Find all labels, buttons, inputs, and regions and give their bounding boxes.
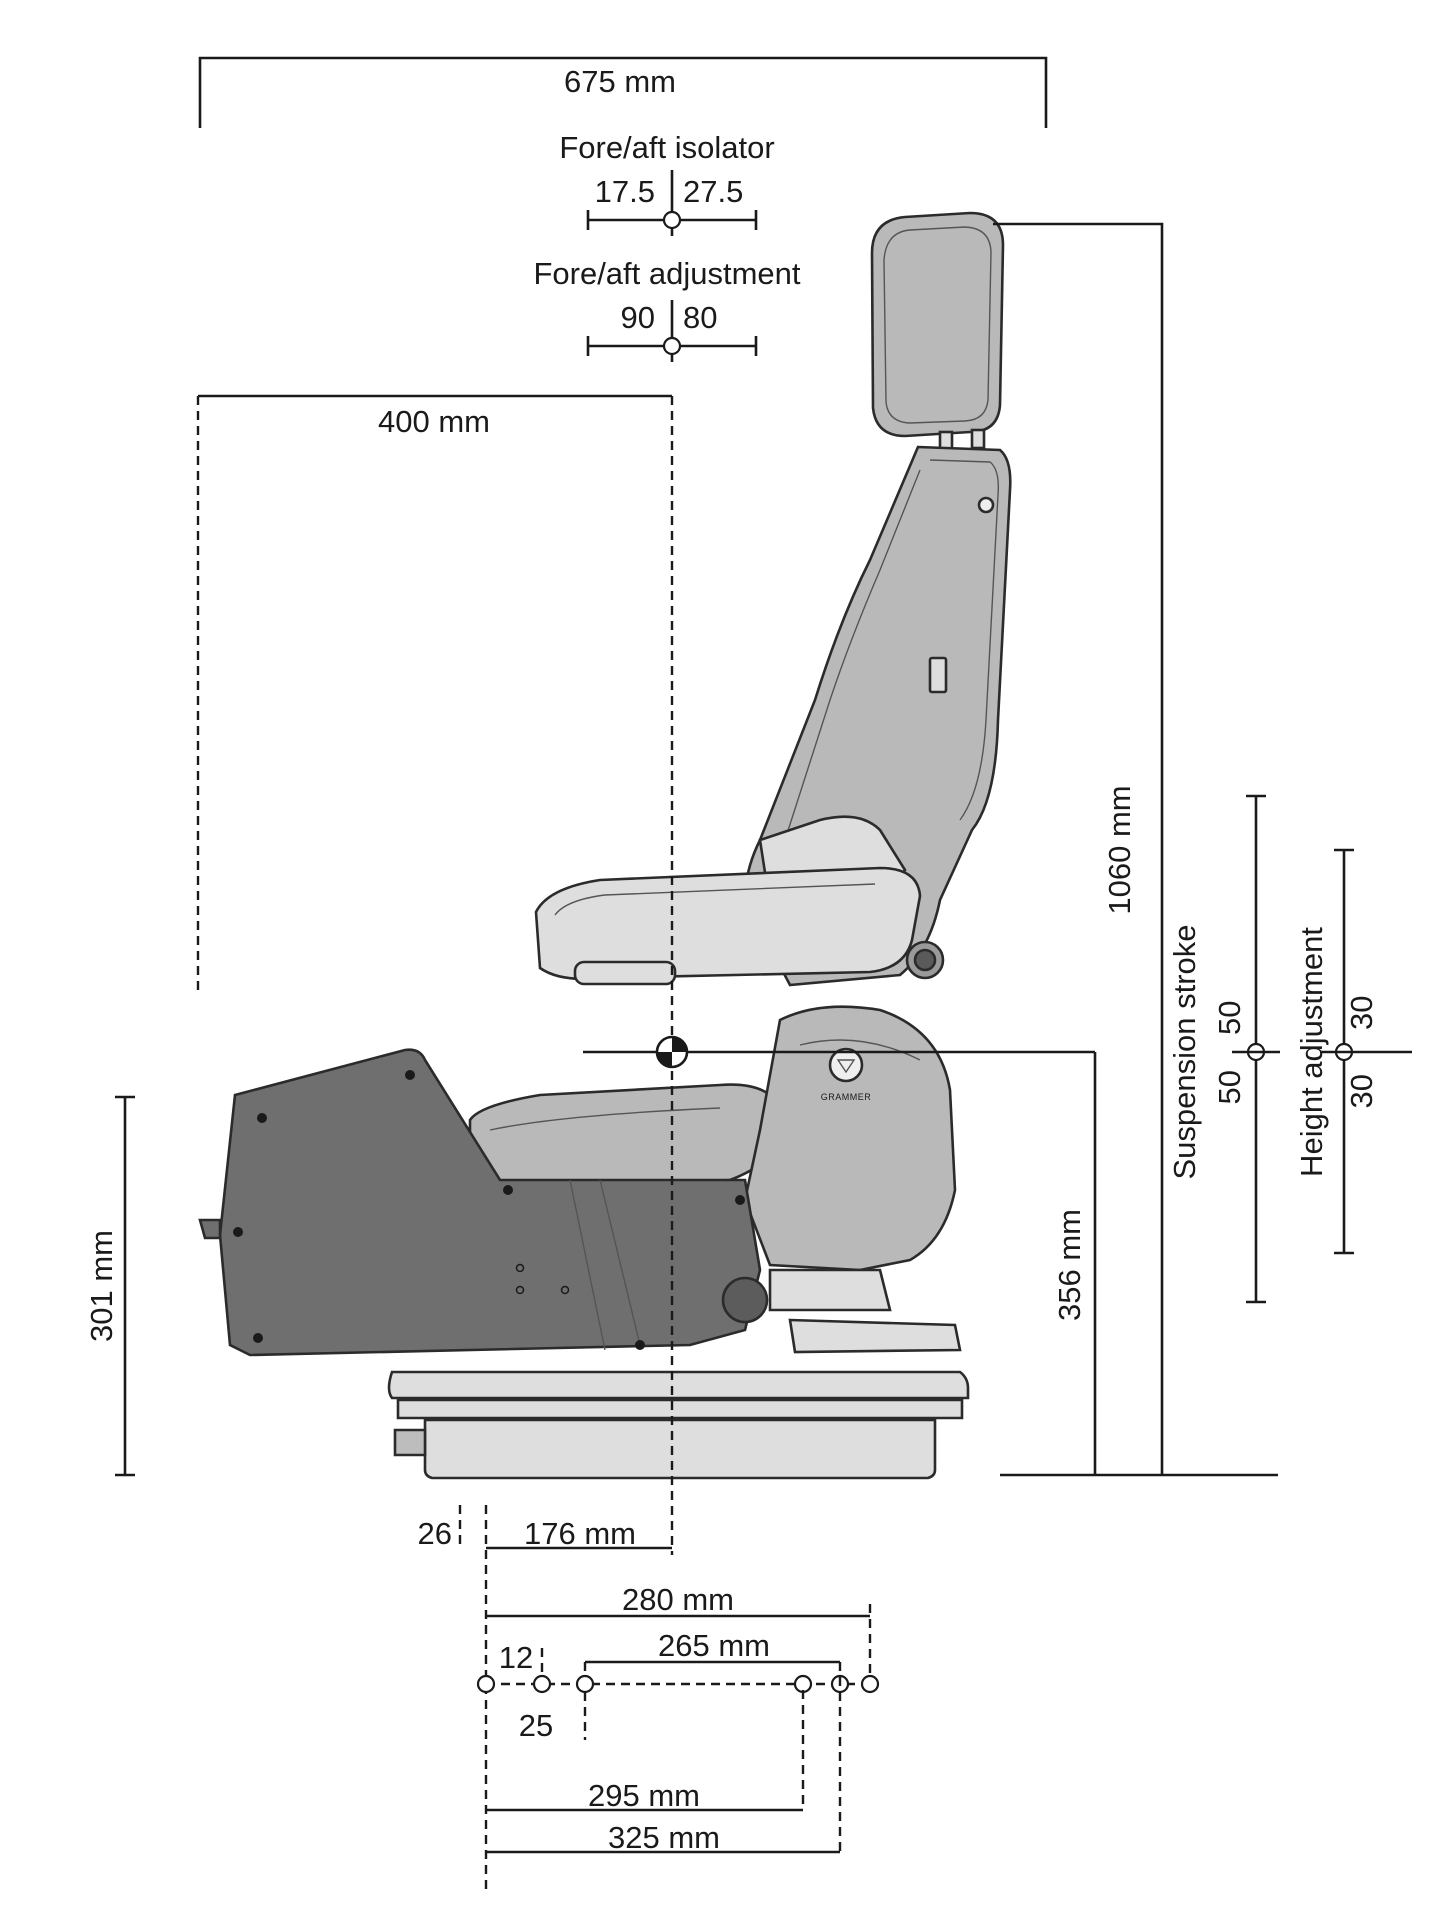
mount-hole-6	[860, 1674, 880, 1694]
seat-cushion	[468, 1083, 782, 1192]
label-offset-176: 176 mm	[524, 1516, 636, 1551]
headrest	[870, 211, 1005, 438]
label-hole-12: 12	[499, 1640, 533, 1675]
label-offset-26: 26	[418, 1516, 452, 1551]
seat-brand: GRAMMER	[821, 1092, 872, 1102]
label-adjustment-fwd: 80	[683, 300, 717, 335]
mount-hole-3	[575, 1674, 595, 1694]
suspension-housing	[743, 1005, 957, 1272]
seat-base	[423, 1418, 937, 1480]
label-fore-aft-isolator-title: Fore/aft isolator	[559, 130, 774, 165]
label-rail-295: 295 mm	[588, 1778, 700, 1813]
label-isolator-back: 17.5	[595, 174, 655, 209]
seat-base-plate	[387, 1370, 970, 1400]
label-rail-280: 280 mm	[622, 1582, 734, 1617]
label-height-up: 30	[1344, 996, 1379, 1030]
label-overall-depth: 675 mm	[564, 64, 676, 99]
label-fore-aft-adjustment-title: Fore/aft adjustment	[533, 256, 800, 291]
label-height-adjustment-title: Height adjustment	[1294, 927, 1329, 1177]
mount-hole-1	[476, 1674, 496, 1694]
label-hole-25: 25	[519, 1708, 553, 1743]
isolator-marker	[662, 210, 682, 230]
control-console	[218, 1048, 762, 1357]
mount-hole-4	[793, 1674, 813, 1694]
mount-hole-2	[532, 1674, 552, 1694]
label-overall-height: 1060 mm	[1102, 785, 1137, 914]
label-console-height: 301 mm	[84, 1230, 119, 1342]
dimension-lines	[115, 56, 1412, 1890]
adjustment-marker	[662, 336, 682, 356]
label-suspension-up: 50	[1212, 1001, 1247, 1035]
dimension-labels: 675 mm Fore/aft isolator 17.5 27.5 Fore/…	[84, 64, 1379, 1855]
label-rail-325: 325 mm	[608, 1820, 720, 1855]
label-seat-ref-height: 356 mm	[1052, 1209, 1087, 1321]
label-height-down: 30	[1344, 1074, 1379, 1108]
seat-illustration: GRAMMER	[198, 211, 1012, 1480]
label-suspension-stroke-title: Suspension stroke	[1167, 924, 1202, 1179]
label-isolator-fwd: 27.5	[683, 174, 743, 209]
label-rail-265: 265 mm	[658, 1628, 770, 1663]
label-seat-ref-depth: 400 mm	[378, 404, 490, 439]
label-suspension-down: 50	[1212, 1070, 1247, 1104]
label-adjustment-back: 90	[621, 300, 655, 335]
